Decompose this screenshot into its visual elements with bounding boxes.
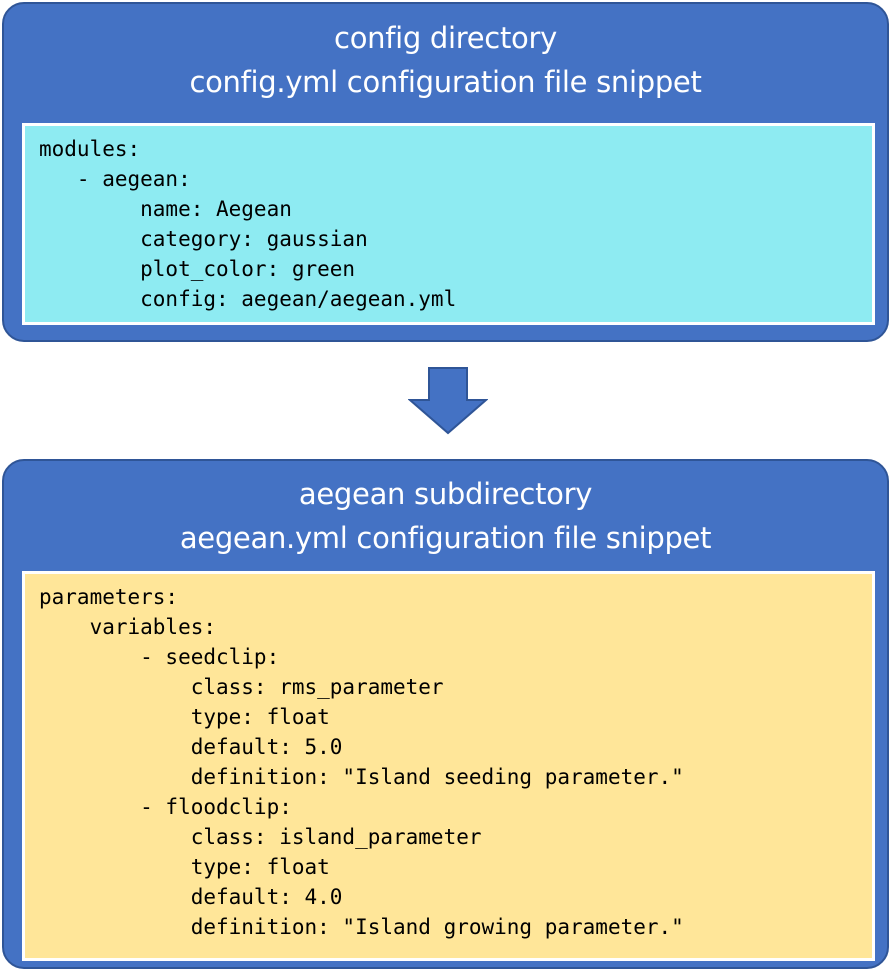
code-line: config: aegean/aegean.yml: [39, 287, 457, 311]
aegean-panel-title-line-2: aegean.yml configuration file snippet: [179, 521, 712, 555]
aegean-subdirectory-panel: aegean subdirectory aegean.yml configura…: [2, 459, 889, 969]
code-line: definition: "Island seeding parameter.": [39, 765, 684, 789]
code-line: name: Aegean: [39, 197, 292, 221]
code-line: definition: "Island growing parameter.": [39, 915, 684, 939]
code-line: plot_color: green: [39, 257, 356, 281]
code-line: class: island_parameter: [39, 825, 482, 849]
code-line: - aegean:: [39, 167, 191, 191]
code-line: - seedclip:: [39, 645, 280, 669]
config-yml-code: modules: - aegean: name: Aegean category…: [39, 134, 456, 314]
code-line: type: float: [39, 855, 330, 879]
config-panel-title-line-1: config directory: [334, 21, 557, 55]
aegean-yml-code-box: parameters: variables: - seedclip: class…: [22, 571, 875, 961]
config-yml-code-box: modules: - aegean: name: Aegean category…: [22, 123, 875, 325]
code-line: modules:: [39, 137, 141, 161]
code-line: type: float: [39, 705, 330, 729]
code-line: parameters:: [39, 585, 179, 609]
aegean-panel-title-line-1: aegean subdirectory: [298, 477, 593, 511]
code-line: variables:: [39, 615, 217, 639]
code-line: class: rms_parameter: [39, 675, 444, 699]
aegean-yml-code: parameters: variables: - seedclip: class…: [39, 582, 684, 942]
down-arrow-shape: [408, 367, 488, 435]
config-panel-title-line-2: config.yml configuration file snippet: [189, 65, 702, 99]
code-line: category: gaussian: [39, 227, 368, 251]
code-line: - floodclip:: [39, 795, 292, 819]
config-directory-panel: config directory config.yml configuratio…: [2, 2, 889, 342]
config-panel-title: config directory config.yml configuratio…: [4, 16, 887, 104]
code-line: default: 4.0: [39, 885, 343, 909]
code-line: default: 5.0: [39, 735, 343, 759]
aegean-panel-title: aegean subdirectory aegean.yml configura…: [4, 472, 887, 560]
down-arrow-icon: [408, 367, 488, 435]
